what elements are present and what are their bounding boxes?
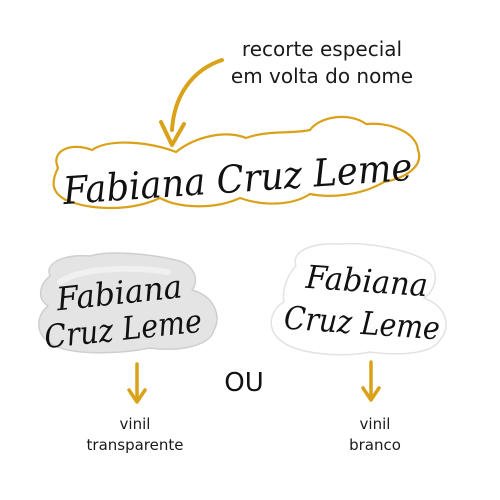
transparent-sticker: Fabiana Cruz Leme: [38, 252, 218, 356]
caption-white-line-1: vinil: [359, 415, 391, 433]
white-sticker: Fabiana Cruz Leme: [270, 242, 447, 356]
caption-transparent: vinil transparente: [60, 414, 210, 456]
callout-line-1: recorte especial: [241, 37, 403, 61]
main-sticker: Fabiana Cruz Leme: [52, 115, 421, 213]
caption-transparent-line-1: vinil: [119, 415, 151, 433]
caption-white-line-2: branco: [349, 436, 401, 454]
arrow-down-icon: [127, 362, 147, 404]
arrow-down-icon: [361, 360, 381, 402]
callout-line-2: em volta do nome: [230, 64, 414, 88]
caption-white: vinil branco: [320, 414, 430, 456]
curved-arrow-icon: [159, 58, 224, 147]
separator-ou: OU: [224, 368, 264, 398]
white-sticker-line-1: Fabiana: [304, 258, 429, 304]
caption-transparent-line-2: transparente: [86, 436, 184, 454]
callout-text: recorte especial em volta do nome: [212, 36, 432, 90]
